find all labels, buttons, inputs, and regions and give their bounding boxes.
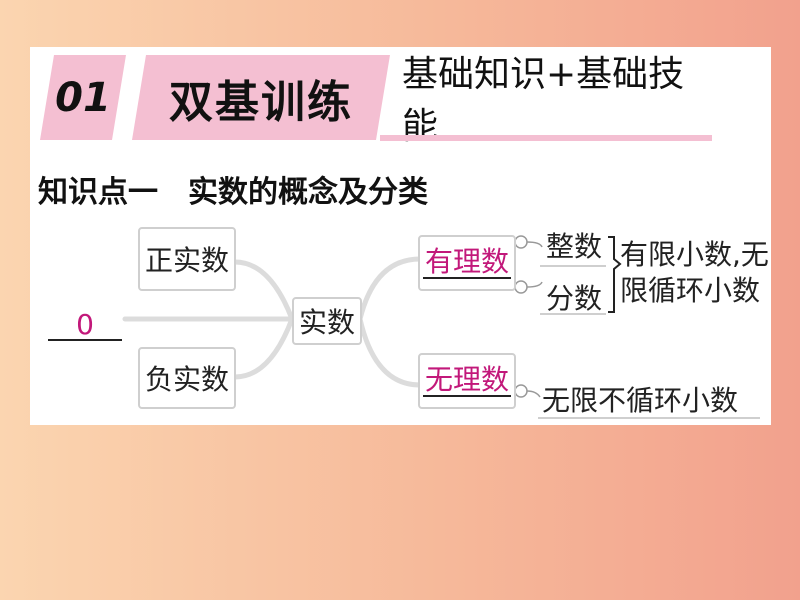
negative-real-label: 负实数 [144,363,229,396]
connector-rational-to-integer [526,241,543,248]
section-title: 双基训练 [169,76,353,128]
positive-real-box: 正实数 [138,227,236,291]
brace-bracket [608,236,622,313]
negative-real-box: 负实数 [138,347,236,409]
connector-center-to-irrational [357,316,423,388]
section-number-badge: 01 [40,55,126,140]
connector-to-positive [232,259,295,322]
irrational-leaf-underline [538,417,760,419]
section-banner: 01 双基训练 基础知识+基础技能 [40,54,712,147]
connector-center-to-rational [357,256,423,322]
rational-number-box: 有理数 [418,235,516,291]
irrational-answer: 无理数 [422,362,511,398]
irrational-number-box: 无理数 [418,353,516,409]
connector-irrational-leaf [526,390,541,398]
node-dot-integer [514,235,528,249]
positive-real-label: 正实数 [144,244,229,277]
real-number-label: 实数 [298,306,355,339]
content-card: 01 双基训练 基础知识+基础技能 知识点一实数的概念及分类 [30,47,771,425]
answer-blank[interactable]: 0 [48,305,122,341]
rational-desc-line1: 有限小数,无 [620,238,769,271]
real-number-center-box: 实数 [292,297,362,345]
fraction-underline [540,313,606,315]
answer-value: 0 [76,308,94,341]
node-dot-fraction [514,280,528,294]
integer-underline [540,265,606,267]
irrational-leaf: 无限不循环小数 [542,384,739,417]
connector-to-negative [232,316,295,380]
fraction-leaf: 分数 [546,282,603,315]
rational-description: 有限小数,无 限循环小数 [620,237,769,309]
connector-rational-to-fraction [526,281,543,288]
section-title-badge: 双基训练 [132,55,390,140]
node-dot-irrational [514,384,528,398]
rational-desc-line2: 限循环小数 [620,274,761,307]
integer-leaf: 整数 [546,230,603,263]
knowledge-point-label: 知识点一 [38,175,158,210]
knowledge-point-title: 实数的概念及分类 [188,175,428,210]
subtitle-underline [380,135,712,141]
knowledge-point-heading: 知识点一实数的概念及分类 [38,167,428,211]
rational-answer: 有理数 [422,244,511,280]
mindmap-connectors [122,235,622,398]
section-number: 01 [55,74,111,121]
